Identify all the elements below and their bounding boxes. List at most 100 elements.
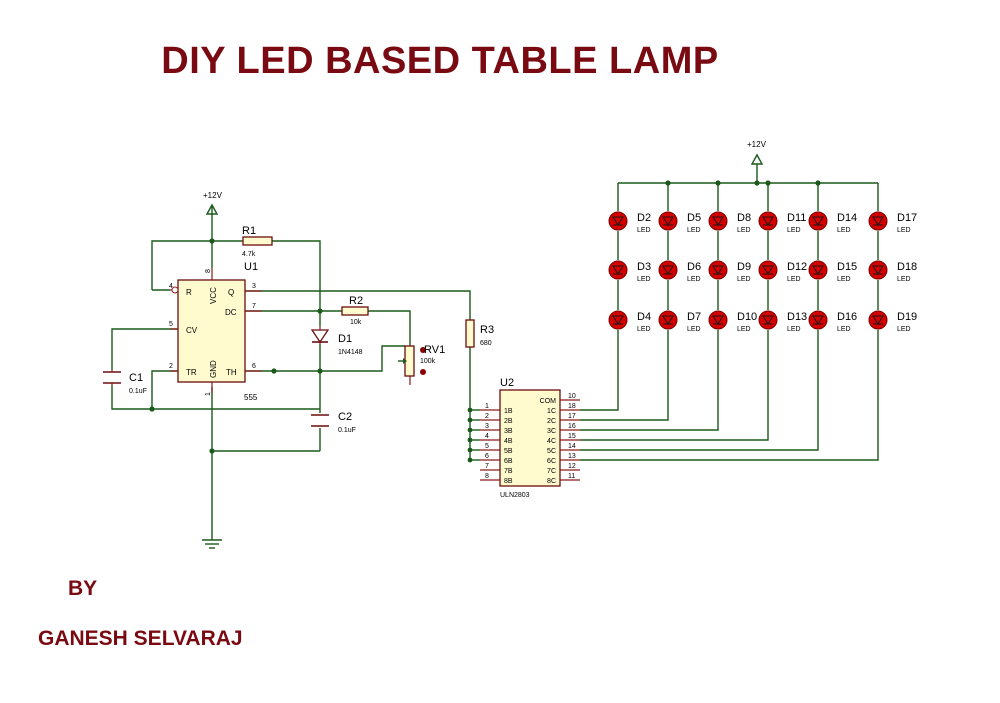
c1-value: 0.1uF	[129, 388, 147, 395]
pin-num: 6	[252, 363, 256, 370]
led-ref: D6	[687, 261, 701, 273]
supply-terminal-555: +12V	[203, 191, 223, 215]
pin-vcc-label: VCC	[209, 287, 218, 304]
led-ref: D13	[787, 311, 807, 323]
uln-pin-num: 12	[568, 463, 576, 470]
led-ref: D2	[637, 212, 651, 224]
page-title: DIY LED BASED TABLE LAMP	[161, 40, 719, 82]
resistor-r1: R1 4.7k	[242, 225, 273, 258]
pin-cv-label: CV	[186, 326, 198, 335]
junction	[467, 417, 473, 423]
pin-th-label: TH	[226, 368, 237, 377]
led-label: LED	[637, 227, 651, 234]
d1-ref: D1	[338, 333, 352, 345]
led-ref: D12	[787, 261, 807, 273]
uln-pin-num: 2	[485, 413, 489, 420]
uln-pin-num: 5	[485, 443, 489, 450]
u2-ref: U2	[500, 377, 514, 389]
uln-pin-label: COM	[540, 398, 557, 405]
junction	[467, 457, 473, 463]
led-label: LED	[687, 326, 701, 333]
led-icon	[708, 260, 728, 280]
r2-ref: R2	[349, 295, 363, 307]
led-label: LED	[837, 227, 851, 234]
pin-num: 2	[169, 363, 173, 370]
uln-pin-label: 7B	[504, 468, 513, 475]
pin-num: 3	[252, 283, 256, 290]
author-name: GANESH SELVARAJ	[38, 627, 243, 650]
ic-555: R Q DC CV TR TH VCC GND U1 555 4 8 3 7 5…	[169, 261, 262, 402]
diode-d1: D1 1N4148	[310, 326, 363, 356]
led-ref: D5	[687, 212, 701, 224]
junction	[467, 407, 473, 413]
r1-value: 4.7k	[242, 251, 256, 258]
uln-pin-num: 18	[568, 403, 576, 410]
capacitor-c1: C1 0.1uF	[103, 370, 147, 395]
uln-pin-label: 2C	[547, 418, 556, 425]
led-icon	[658, 310, 678, 330]
led-icon	[808, 310, 828, 330]
uln-pin-num: 11	[568, 473, 575, 480]
potentiometer-rv1: RV1 100k	[398, 344, 445, 385]
uln-pin-num: 4	[485, 433, 489, 440]
by-label: BY	[68, 577, 98, 600]
uln-pin-label: 6B	[504, 458, 513, 465]
pin-r-label: R	[186, 288, 192, 297]
uln-pin-num: 1	[485, 403, 489, 410]
pin-num: 1	[205, 392, 212, 396]
pin-num: 5	[169, 321, 173, 328]
supply-label: +12V	[203, 191, 223, 200]
led-icon	[708, 310, 728, 330]
wires-555	[111, 214, 471, 540]
rv1-value: 100k	[420, 358, 436, 365]
led-icon	[658, 260, 678, 280]
led-ref: D3	[637, 261, 651, 273]
d1-value: 1N4148	[338, 349, 363, 356]
uln-pin-num: 10	[568, 393, 576, 400]
uln-pin-num: 13	[568, 453, 576, 460]
led-icon	[808, 211, 828, 231]
led-label: LED	[787, 276, 801, 283]
led-label: LED	[737, 326, 751, 333]
led-ref: D16	[837, 311, 857, 323]
r2-value: 10k	[350, 319, 362, 326]
uln-pin-label: 4B	[504, 438, 513, 445]
supply-arrow-icon	[750, 153, 764, 165]
led-ref: D14	[837, 212, 857, 224]
led-label: LED	[897, 227, 911, 234]
led-label: LED	[687, 227, 701, 234]
pin-dc-label: DC	[225, 308, 237, 317]
uln-pin-label: 8C	[547, 478, 556, 485]
ic-uln2803: U2ULN28031B12B23B34B45B56B67B78B8COM101C…	[467, 377, 580, 499]
uln-pin-num: 16	[568, 423, 576, 430]
led-ref: D7	[687, 311, 701, 323]
uln-pin-num: 6	[485, 453, 489, 460]
led-label: LED	[687, 276, 701, 283]
uln-pin-label: 3B	[504, 428, 513, 435]
r1-ref: R1	[242, 225, 256, 237]
led-icon	[608, 211, 628, 231]
pin-tr-label: TR	[186, 368, 197, 377]
led-icon	[868, 260, 888, 280]
capacitor-c2: C2 0.1uF	[311, 411, 356, 434]
led-ref: D17	[897, 212, 917, 224]
u1-part: 555	[244, 393, 258, 402]
led-icon	[758, 211, 778, 231]
led-label: LED	[637, 276, 651, 283]
led-icon	[608, 260, 628, 280]
led-icon	[868, 310, 888, 330]
led-icon	[658, 211, 678, 231]
led-label: LED	[737, 227, 751, 234]
led-label: LED	[837, 276, 851, 283]
led-label: LED	[737, 276, 751, 283]
led-label: LED	[897, 326, 911, 333]
led-ref: D18	[897, 261, 917, 273]
r3-ref: R3	[480, 324, 494, 336]
pin-gnd-label: GND	[209, 360, 218, 378]
uln-pin-label: 8B	[504, 478, 513, 485]
junction	[754, 180, 760, 186]
led-icon	[808, 260, 828, 280]
led-icon	[758, 310, 778, 330]
c2-value: 0.1uF	[338, 427, 356, 434]
led-ref: D4	[637, 311, 651, 323]
